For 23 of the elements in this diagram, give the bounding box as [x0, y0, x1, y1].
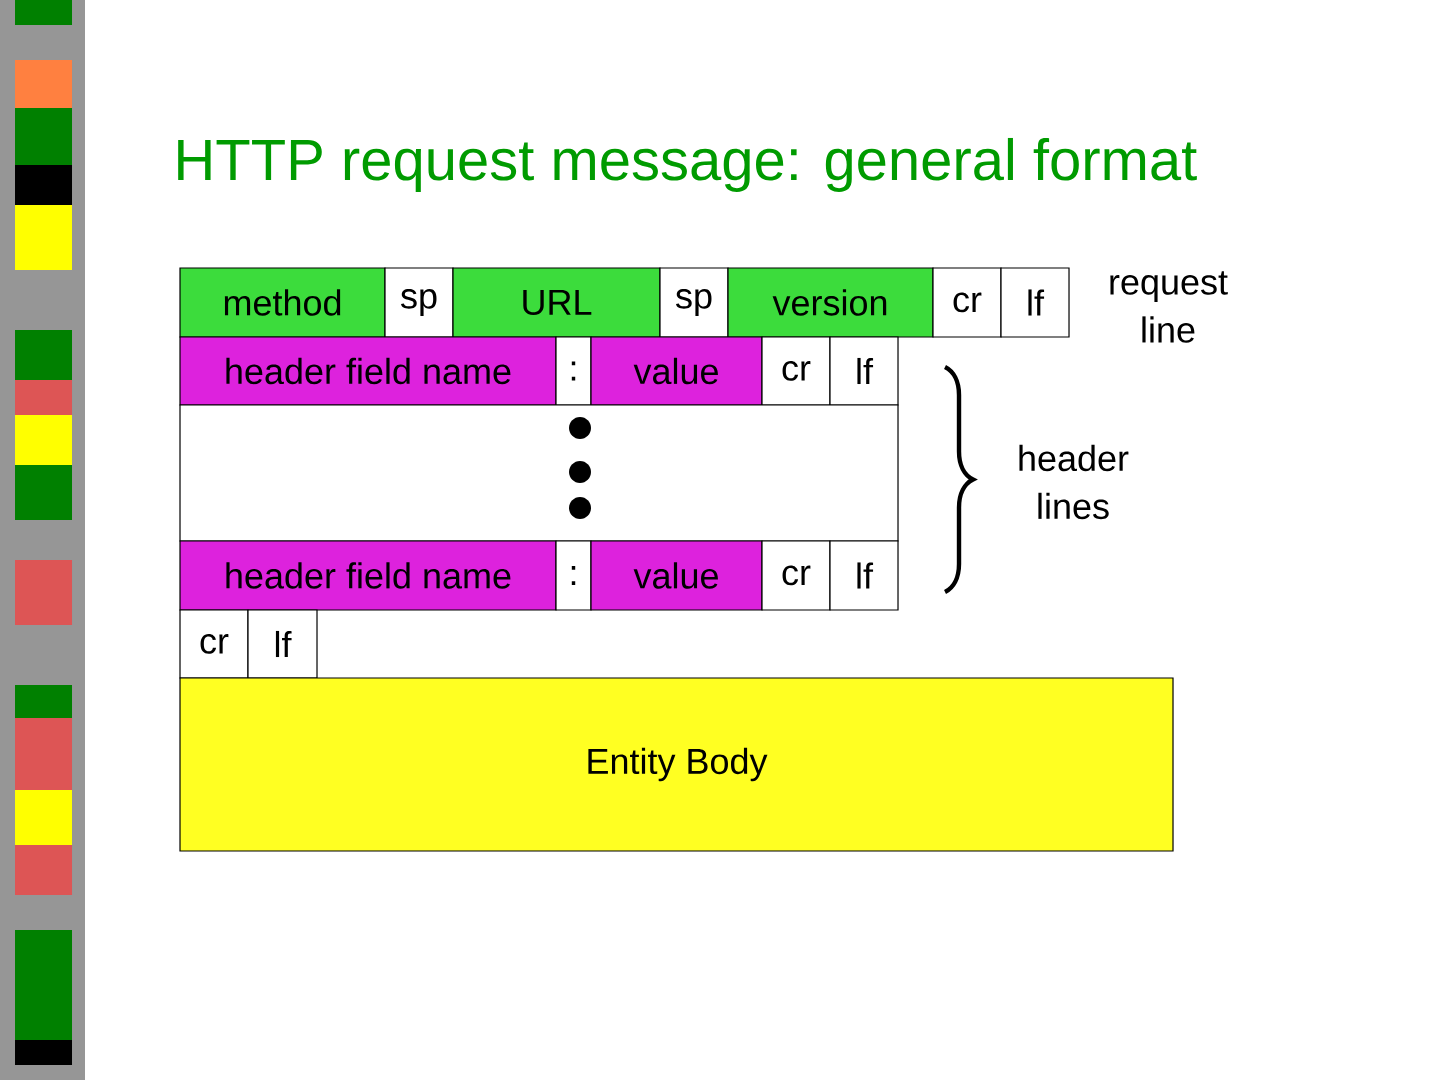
- side-label: request line: [1110, 271, 1228, 343]
- field-cell: cr: [932, 267, 1002, 338]
- field-cell: header field name: [179, 336, 557, 406]
- field-cell: :: [555, 336, 592, 406]
- field-cell: :: [555, 540, 592, 611]
- side-label: header lines: [1019, 444, 1129, 520]
- field-cell: cr: [179, 609, 249, 679]
- entity-body-box: Entity Body: [179, 677, 1174, 852]
- field-cell: value: [590, 540, 763, 611]
- field-cell: sp: [384, 267, 454, 338]
- field-cell: cr: [761, 336, 831, 406]
- field-cell: lf: [829, 336, 899, 406]
- field-cell: method: [179, 267, 386, 338]
- title: HTTP request message: general format: [178, 137, 1197, 193]
- field-cell: value: [590, 336, 763, 406]
- field-cell: cr: [761, 540, 831, 611]
- field-cell: version: [727, 267, 934, 338]
- field-cell: sp: [659, 267, 729, 338]
- field-cell: lf: [829, 540, 899, 611]
- field-cell: lf: [247, 609, 318, 679]
- field-cell: lf: [1000, 267, 1070, 338]
- field-cell: URL: [452, 267, 661, 338]
- field-cell: header field name: [179, 540, 557, 611]
